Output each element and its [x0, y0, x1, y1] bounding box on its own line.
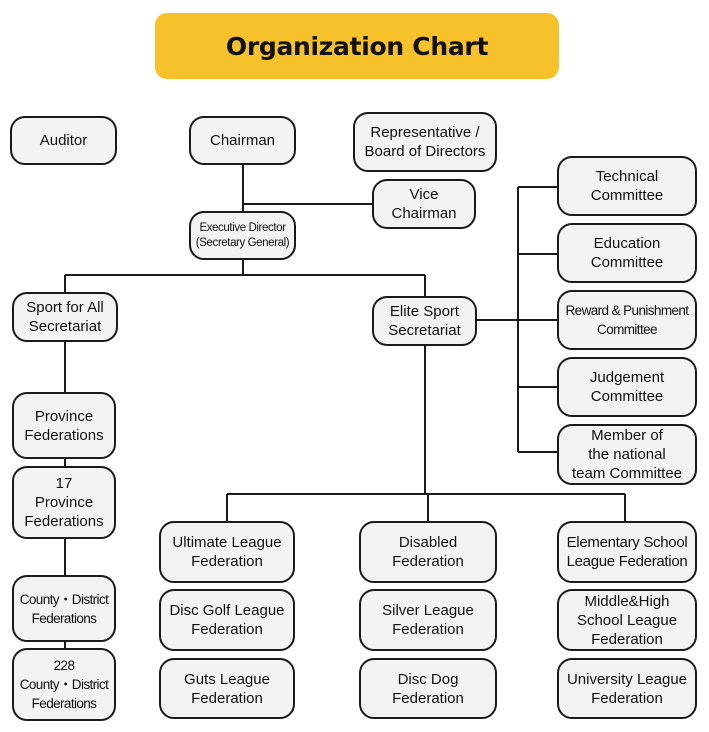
- middle-high-school-league-box: Middle&High School League Federation: [557, 589, 697, 651]
- technical-committee-box: Technical Committee: [557, 156, 697, 216]
- province-17-box: 17 Province Federations: [12, 466, 116, 539]
- representative-box: Representative / Board of Directors: [353, 112, 497, 172]
- vice-chairman-box: Vice Chairman: [372, 179, 476, 229]
- county-228-box: 228 County・District Federations: [12, 648, 116, 721]
- elementary-school-league-box: Elementary School League Federation: [557, 521, 697, 583]
- guts-league-box: Guts League Federation: [159, 658, 295, 719]
- auditor-box: Auditor: [10, 116, 117, 165]
- reward-punishment-committee-box: Reward & Punishment Committee: [557, 290, 697, 350]
- university-league-box: University League Federation: [557, 658, 697, 719]
- disabled-federation-box: Disabled Federation: [359, 521, 497, 583]
- education-committee-box: Education Committee: [557, 223, 697, 283]
- chart-title: Organization Chart: [155, 13, 559, 79]
- national-team-committee-box: Member of the national team Committee: [557, 424, 697, 485]
- sport-for-all-box: Sport for All Secretariat: [12, 292, 118, 342]
- chairman-box: Chairman: [189, 116, 296, 165]
- silver-league-box: Silver League Federation: [359, 589, 497, 651]
- judgement-committee-box: Judgement Committee: [557, 357, 697, 417]
- disc-dog-box: Disc Dog Federation: [359, 658, 497, 719]
- executive-director-box: Executive Director (Secretary General): [189, 211, 296, 260]
- ultimate-league-box: Ultimate League Federation: [159, 521, 295, 583]
- disc-golf-league-box: Disc Golf League Federation: [159, 589, 295, 651]
- elite-sport-box: Elite Sport Secretariat: [372, 296, 477, 346]
- province-federations-box: Province Federations: [12, 392, 116, 459]
- county-federations-box: County・District Federations: [12, 575, 116, 642]
